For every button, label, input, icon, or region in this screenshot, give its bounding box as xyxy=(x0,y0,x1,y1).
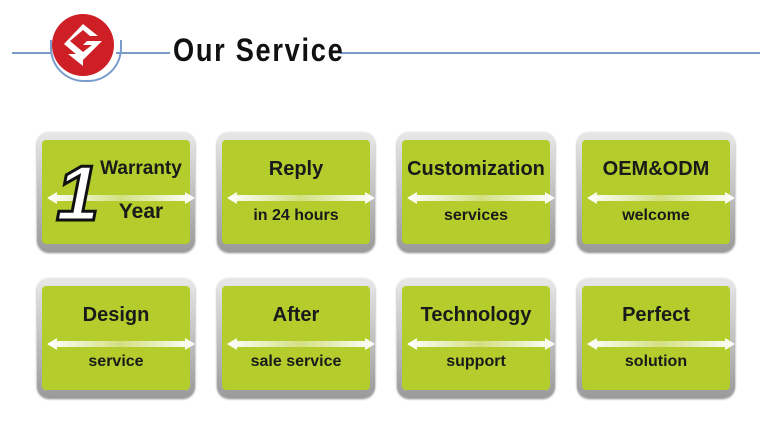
header-line-mid xyxy=(116,52,170,54)
service-card: After sale service xyxy=(217,278,375,398)
card-panel: Design service xyxy=(42,286,195,390)
card-title: Perfect xyxy=(622,304,690,326)
card-title: Design xyxy=(82,304,150,326)
double-arrow-icon xyxy=(407,338,555,350)
service-card: Perfect solution xyxy=(577,278,735,398)
card-panel: Customization services xyxy=(402,140,555,244)
header-line-left xyxy=(12,52,52,54)
double-arrow-icon xyxy=(407,192,555,204)
card-title: Warranty xyxy=(100,158,182,179)
card-panel: Reply in 24 hours xyxy=(222,140,375,244)
card-title: OEM&ODM xyxy=(602,158,710,180)
card-subtitle: sale service xyxy=(250,353,342,370)
card-subtitle: in 24 hours xyxy=(253,207,339,224)
card-panel: OEM&ODM welcome xyxy=(582,140,735,244)
page-title: Our Service xyxy=(173,32,345,68)
double-arrow-icon xyxy=(587,192,735,204)
header-line-right xyxy=(340,52,760,54)
card-subtitle: welcome xyxy=(622,207,690,224)
service-card: Customization services xyxy=(397,132,555,252)
card-subtitle: services xyxy=(443,207,509,224)
card-subtitle: solution xyxy=(624,353,688,370)
card-title: Reply xyxy=(268,158,324,180)
card-panel: Perfect solution xyxy=(582,286,735,390)
logo-icon xyxy=(52,14,114,76)
card-title: After xyxy=(272,304,320,326)
service-card: OEM&ODM welcome xyxy=(577,132,735,252)
card-title: Customization xyxy=(407,158,545,180)
service-card: Technology support xyxy=(397,278,555,398)
service-card: 1 Warranty Year xyxy=(37,132,195,252)
warranty-number: 1 xyxy=(54,149,100,237)
double-arrow-icon xyxy=(227,338,375,350)
card-subtitle: support xyxy=(446,353,506,370)
service-card: Reply in 24 hours xyxy=(217,132,375,252)
double-arrow-icon xyxy=(227,192,375,204)
double-arrow-icon xyxy=(587,338,735,350)
card-panel: Technology support xyxy=(402,286,555,390)
double-arrow-icon xyxy=(47,338,195,350)
service-card: Design service xyxy=(37,278,195,398)
card-panel: 1 Warranty Year xyxy=(42,140,195,244)
card-title: Technology xyxy=(420,304,532,326)
card-subtitle: service xyxy=(88,353,144,370)
double-arrow-icon xyxy=(47,192,195,204)
card-panel: After sale service xyxy=(222,286,375,390)
card-subtitle: Year xyxy=(118,200,164,223)
